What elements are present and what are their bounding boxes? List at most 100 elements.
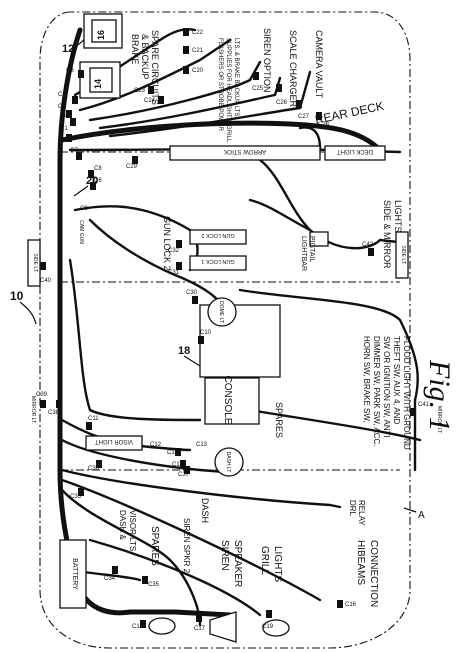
figure-label: Fig. 1 <box>423 359 456 432</box>
connector-label-c32: C32 <box>168 248 180 254</box>
side-lt-right <box>395 231 409 279</box>
connector-label-c25: C25 <box>252 86 264 92</box>
connector-c27 <box>296 100 302 108</box>
siren-spkr2-label: SIREN SPKR 2 <box>182 518 191 574</box>
connector-label-c36: C36 <box>88 466 100 472</box>
gun-lock-2-box <box>189 229 247 245</box>
dome-lt-label: DOME LT <box>218 301 224 323</box>
wire-flashers <box>78 38 232 112</box>
connector-c6 <box>90 182 96 190</box>
wire-gun-locks <box>73 205 199 272</box>
svg-text:BRAKE: BRAKE <box>130 34 140 65</box>
connector-c23 <box>148 86 154 94</box>
connector-label-c35: C35 <box>148 582 160 588</box>
gun-lock-2-label: GUN LOCK 2 <box>162 216 172 271</box>
wire-right-lower <box>248 408 422 442</box>
rear-deck-label: REAR DECK <box>314 99 385 127</box>
spares-front-label: SPARES <box>149 526 160 566</box>
spare-circuits-label: SPARE CIRCUITS <box>150 30 160 105</box>
connector-label-c6: C6 <box>94 178 102 184</box>
camera-vault-label: CAMERA VAULT <box>314 30 324 99</box>
dome-light <box>207 297 237 327</box>
connector-c25 <box>253 72 259 80</box>
connector-c39 <box>40 400 46 408</box>
side-mirror-label: SIDE & MIRROR LIGHTS <box>382 200 403 269</box>
ref-12: 12 <box>62 43 74 55</box>
connector-label-c8: C8 <box>94 166 102 172</box>
dash-lt-label: DASH LT <box>225 452 231 473</box>
scale-charger-label: SCALE CHARGER <box>288 30 298 108</box>
connector-c2 <box>72 96 78 104</box>
svg-text:VISOR LTS: VISOR LTS <box>128 510 137 551</box>
connector-c14 <box>175 448 181 456</box>
svg-text:FLASHERS OR STROBE POWER: FLASHERS OR STROBE POWER <box>217 38 223 132</box>
connector-label-c24: C24 <box>144 98 156 104</box>
svg-text:THEFT SW, AUX 4, AND: THEFT SW, AUX 4, AND <box>392 336 401 425</box>
box-16-inner <box>91 19 117 43</box>
connector-c29 <box>132 156 138 164</box>
gun-lock-1-box-label: GUN LOCK 1 <box>201 258 234 264</box>
connector-label-c41: C41 <box>418 402 430 408</box>
connector-label-c9: C9 <box>80 206 88 212</box>
side-lt-right-label: SIDE LT. <box>400 245 406 264</box>
svg-text:GRILL: GRILL <box>259 546 270 575</box>
box-14-label: 14 <box>93 79 103 89</box>
connector-c36 <box>96 460 102 468</box>
vehicle-outline <box>39 11 411 649</box>
main-harness <box>57 27 233 618</box>
connector-label-c14: C14 <box>167 450 179 456</box>
svg-text:DRL: DRL <box>348 500 357 517</box>
connector-label-c2: C2 <box>58 92 66 98</box>
connector-label-c27: C27 <box>298 114 310 120</box>
battery <box>59 539 87 609</box>
ref-a-leader <box>403 507 417 513</box>
visor-light <box>85 435 143 451</box>
connector-label-c31: C31 <box>168 270 180 276</box>
connector-c16 <box>337 600 343 608</box>
lightbar-pigtail-label: LIGHTBAR PIGTAIL <box>300 236 315 271</box>
siren-option-label: SIREN OPTION <box>262 28 272 93</box>
connector-c38 <box>56 400 62 408</box>
ref-10: 10 <box>10 289 24 303</box>
ref-12-leader <box>73 39 85 49</box>
svg-text:& BACKUP: & BACKUP <box>140 34 150 80</box>
svg-text:DIMMER SW, PARK SW, ACC.: DIMMER SW, PARK SW, ACC. <box>372 336 381 447</box>
dash-visor-label: DASH & VISOR LTS <box>118 510 137 551</box>
cam-gun-label: CAM GUN <box>78 220 84 244</box>
connector-c17 <box>196 614 202 622</box>
connector-label-c12: C12 <box>150 442 162 448</box>
connector-c32 <box>176 240 182 248</box>
connector-c21 <box>183 46 189 54</box>
connector-c26 <box>276 84 282 92</box>
hibeams-label: HIBEAMS CONNECTION <box>355 540 379 607</box>
connector-label-c13: C13 <box>196 442 208 448</box>
connector-label-c37: C37 <box>178 472 190 478</box>
connector-label-c3: C3 <box>66 68 74 74</box>
connector-c41 <box>410 408 416 416</box>
svg-text:LIGHTS: LIGHTS <box>393 200 403 233</box>
connector-c18 <box>140 620 146 628</box>
connector-c33 <box>78 488 84 496</box>
arrow-stick <box>169 145 321 161</box>
connector-label-c40: C40 <box>40 278 52 284</box>
connector-label-c22: C22 <box>192 30 204 36</box>
connector-label-c33: C33 <box>70 494 82 500</box>
mirror-lt-right-label: MIRROR LT. <box>436 406 442 434</box>
side-lt-left-label: SIDE LT. <box>32 253 38 272</box>
connector-label-c11: C11 <box>88 416 99 422</box>
svg-text:FLOOD LIGHT WITH GROUND: FLOOD LIGHT WITH GROUND <box>402 336 411 450</box>
dash-label: DASH <box>200 498 210 523</box>
connector-c37 <box>184 466 190 474</box>
svg-text:SIREN: SIREN <box>219 540 230 571</box>
grill-light-right <box>262 619 290 637</box>
svg-text:CONNECTION: CONNECTION <box>368 540 379 607</box>
wire-camera-vault <box>108 70 312 138</box>
ref-20: 20 <box>86 175 98 187</box>
wire-lightbar <box>248 198 312 232</box>
connector-label-c23: C23 <box>134 88 146 94</box>
connector-label-c7: C7 <box>70 148 78 154</box>
harness-branch-rear <box>59 120 383 153</box>
connector-label-c26: C26 <box>276 100 288 106</box>
wire-drl <box>60 468 342 509</box>
connector-label-c1: C1 <box>60 126 68 132</box>
